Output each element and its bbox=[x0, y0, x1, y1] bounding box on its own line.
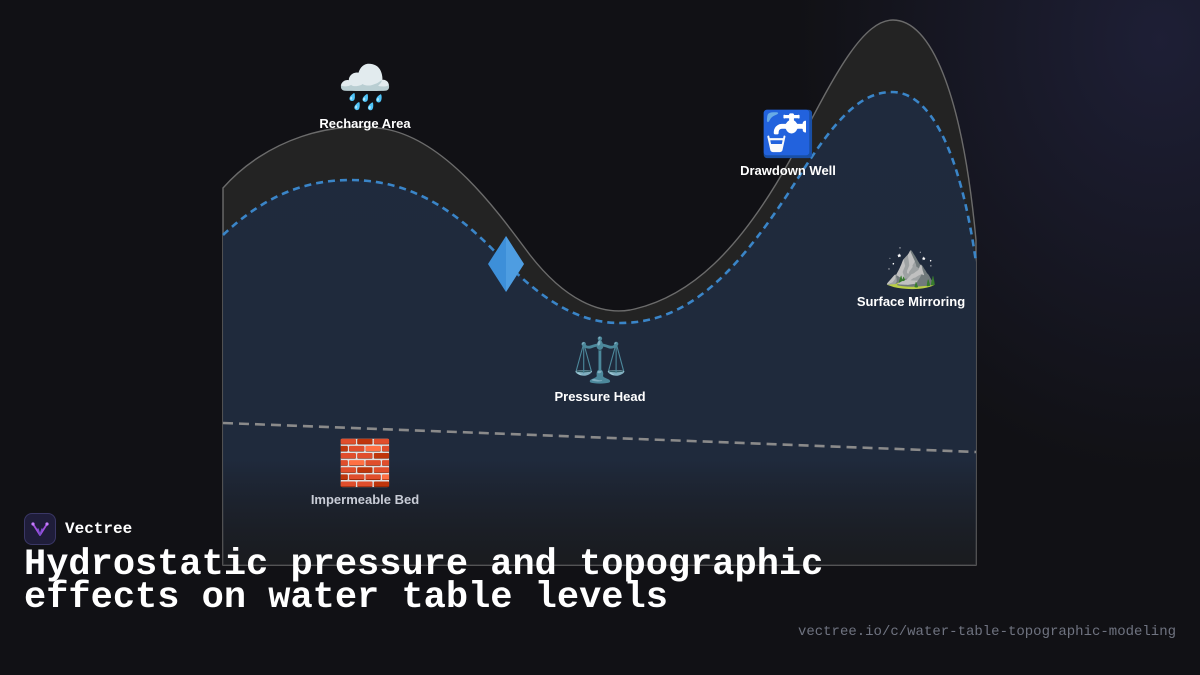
page-title: Hydrostatic pressure and topographic eff… bbox=[24, 544, 824, 619]
label-pressure-head: ⚖️ Pressure Head bbox=[535, 335, 665, 404]
impermeable-bed-label: Impermeable Bed bbox=[310, 492, 420, 507]
brand: Vectree bbox=[24, 512, 132, 546]
pressure-head-label: Pressure Head bbox=[554, 389, 646, 404]
balance-scale-icon: ⚖️ bbox=[572, 335, 628, 386]
label-recharge-area: 🌧️ Recharge Area bbox=[300, 62, 430, 131]
rain-cloud-icon: 🌧️ bbox=[337, 62, 393, 113]
label-impermeable-bed: 🧱 Impermeable Bed bbox=[300, 438, 430, 507]
surface-mirroring-label: Surface Mirroring bbox=[856, 294, 966, 309]
saturated-zone bbox=[223, 92, 976, 565]
brick-icon: 🧱 bbox=[337, 438, 393, 489]
impermeable-boundary-line bbox=[222, 421, 977, 454]
water-table-line bbox=[222, 90, 978, 325]
label-surface-mirroring: ⛰️ Surface Mirroring bbox=[846, 240, 976, 309]
droplet-highlight bbox=[506, 236, 524, 292]
mountain-icon: ⛰️ bbox=[883, 240, 939, 291]
recharge-area-label: Recharge Area bbox=[319, 116, 411, 131]
brand-name: Vectree bbox=[65, 520, 133, 538]
vectree-logo-icon bbox=[24, 513, 56, 545]
source-url[interactable]: vectree.io/c/water-table-topographic-mod… bbox=[797, 624, 1176, 640]
water-tap-icon: 🚰 bbox=[760, 109, 816, 160]
label-drawdown-well: 🚰 Drawdown Well bbox=[723, 109, 853, 178]
drawdown-well-label: Drawdown Well bbox=[740, 163, 836, 178]
